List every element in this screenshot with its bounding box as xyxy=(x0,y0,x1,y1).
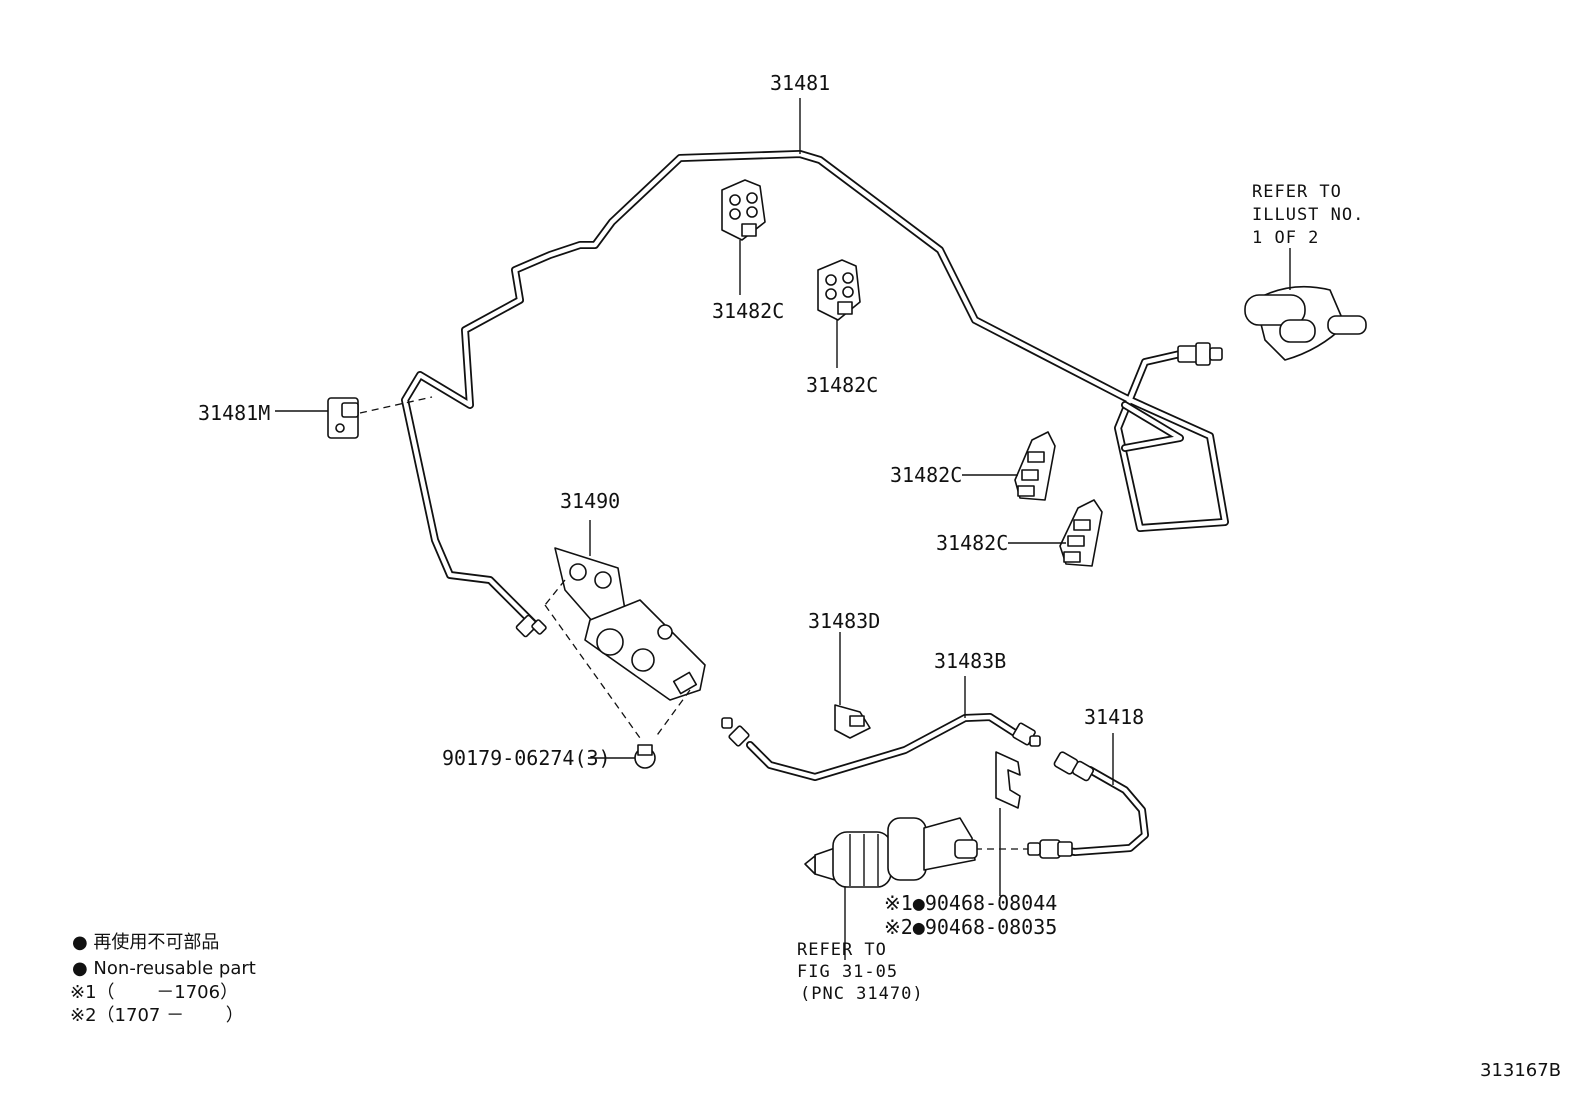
pipe-junction-31490 xyxy=(544,520,706,739)
clutch-hose-31418 xyxy=(975,733,1149,859)
refer-bottom-line-3: (PNC 31470) xyxy=(800,984,924,1004)
clamp-31482c-4 xyxy=(1008,499,1103,567)
legend-line-4: ※2（1707 － ） xyxy=(70,1005,244,1026)
release-cylinder-ref xyxy=(804,817,978,960)
label-31490: 31490 xyxy=(560,489,620,513)
legend-line-1: ● 再使用不可部品 xyxy=(72,932,219,953)
label-31483d: 31483D xyxy=(808,609,880,633)
refer-bottom-line-2: FIG 31-05 xyxy=(797,962,898,982)
label-31482c-2: 31482C xyxy=(806,373,878,397)
refer-note-release-cylinder: REFER TO FIG 31-05 (PNC 31470) xyxy=(797,940,924,1004)
label-31482c-4: 31482C xyxy=(936,531,1008,555)
label-31481m: 31481M xyxy=(198,401,270,425)
clamp-31482c-1 xyxy=(721,179,766,295)
legend: ● 再使用不可部品 ● Non-reusable part ※1（ －1706）… xyxy=(70,932,256,1026)
label-90179-06274: 90179-06274(3) xyxy=(442,746,611,770)
label-31418: 31418 xyxy=(1084,705,1144,729)
clamp-31482c-3 xyxy=(962,431,1056,501)
legend-line-2: ● Non-reusable part xyxy=(72,958,256,979)
hose-retaining-clip xyxy=(995,751,1021,896)
clutch-pipe-31483b xyxy=(721,676,1041,781)
label-31481: 31481 xyxy=(770,71,830,95)
refer-top-line-2: ILLUST NO. xyxy=(1252,205,1364,225)
clutch-pipe-31481 xyxy=(401,150,1229,629)
pipe-flare-nut-right xyxy=(1177,342,1223,366)
pipe-flare-nut-left xyxy=(515,614,547,638)
bolt-90179-06274 xyxy=(588,744,656,769)
refer-top-line-1: REFER TO xyxy=(1252,182,1342,202)
figure-code: 313167B xyxy=(1480,1060,1561,1081)
label-90468-08044: ※1●90468-08044 xyxy=(884,891,1057,915)
label-31482c-3: 31482C xyxy=(890,463,962,487)
label-90468-08035: ※2●90468-08035 xyxy=(884,915,1057,939)
refer-bottom-line-1: REFER TO xyxy=(797,940,887,960)
label-31482c-1: 31482C xyxy=(712,299,784,323)
clamp-31482c-2 xyxy=(817,259,861,368)
clamp-31481m xyxy=(275,396,433,439)
label-31483b: 31483B xyxy=(934,649,1006,673)
refer-top-line-3: 1 OF 2 xyxy=(1252,228,1319,248)
legend-line-3: ※1（ －1706） xyxy=(70,982,238,1003)
master-cylinder-ref xyxy=(1244,248,1367,361)
clip-31483d xyxy=(834,632,871,739)
refer-note-master-cylinder: REFER TO ILLUST NO. 1 OF 2 xyxy=(1252,182,1364,248)
